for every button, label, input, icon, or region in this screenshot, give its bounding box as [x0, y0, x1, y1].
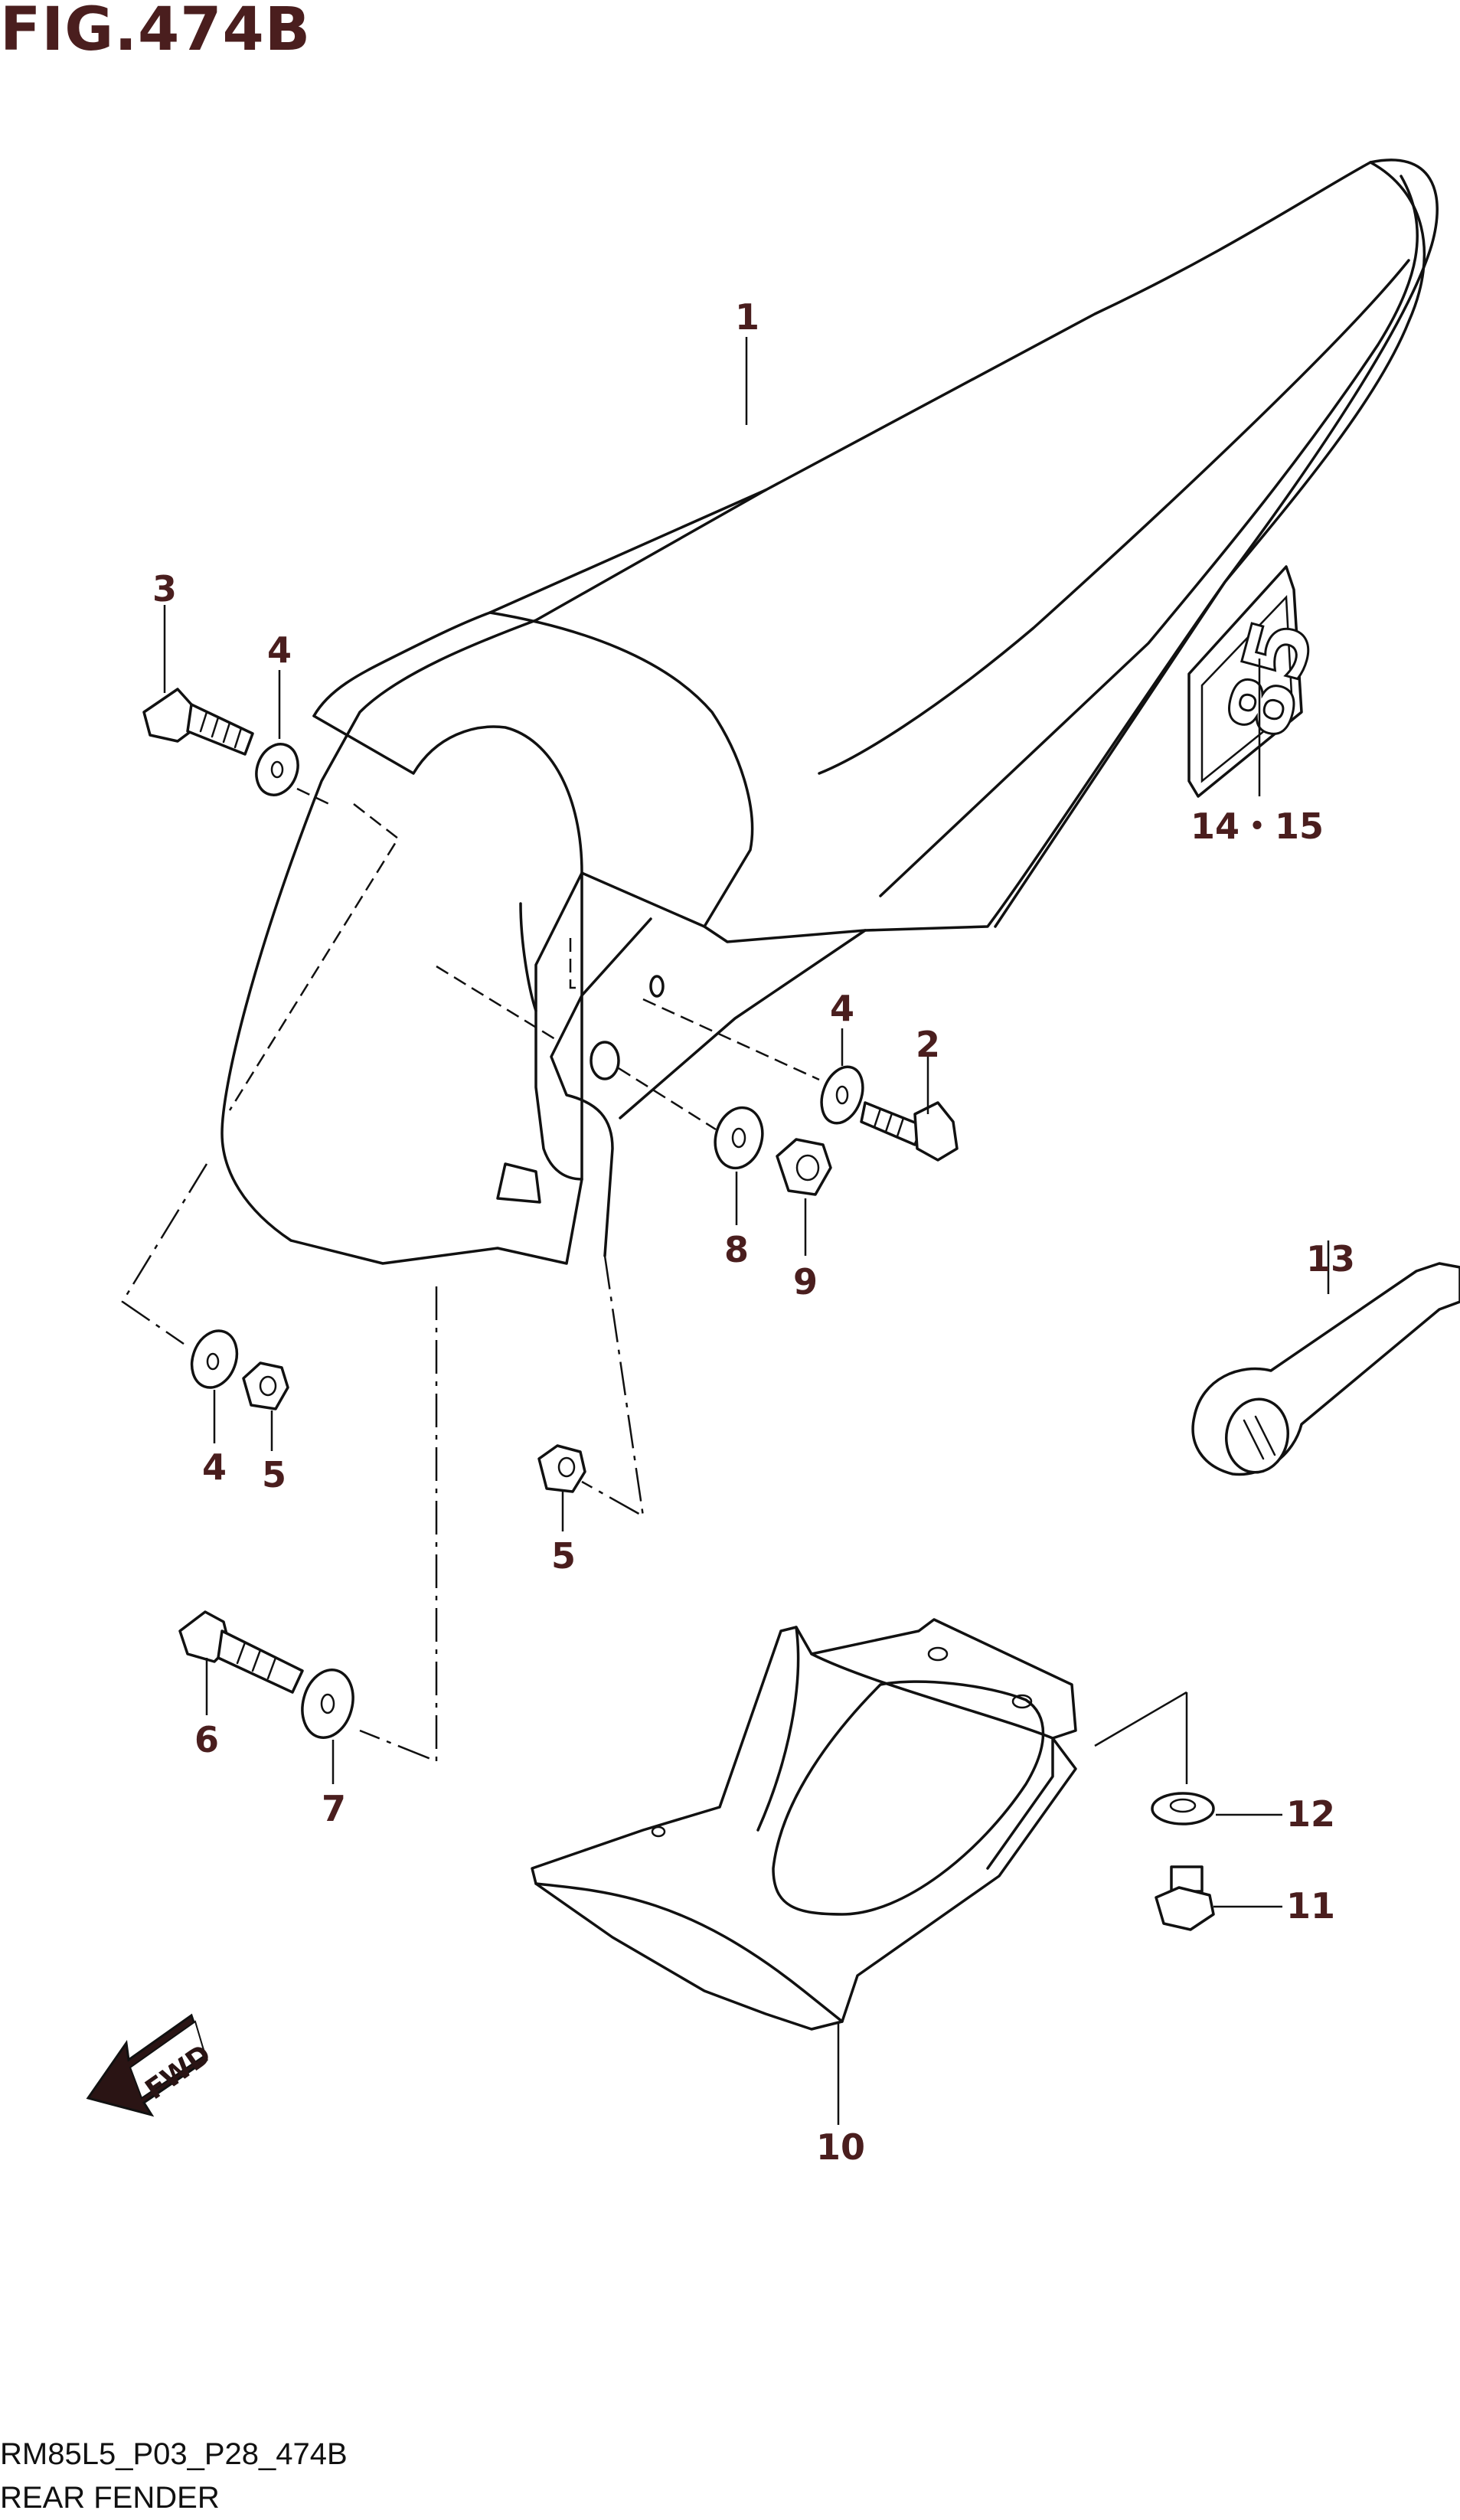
callout-3: 3: [152, 568, 177, 610]
callout-14-15: 14・15: [1191, 806, 1324, 847]
washer-12-part: [1151, 1792, 1215, 1825]
nut-5-left-part: [242, 1361, 289, 1410]
callout-13: 13: [1306, 1238, 1355, 1280]
decal-85-text: 85: [1208, 609, 1333, 747]
nut-5-lower-part: [537, 1444, 586, 1493]
callout-10: 10: [816, 2126, 865, 2168]
bolt-2-part: [860, 1101, 959, 1162]
washer-4-left-part: [190, 1329, 239, 1389]
callout-5-left: 5: [262, 1454, 286, 1495]
callout-7: 7: [322, 1788, 346, 1829]
callout-8: 8: [724, 1229, 749, 1270]
callout-2: 2: [916, 1024, 940, 1065]
washer-4-top-part: [255, 743, 299, 796]
callout-6: 6: [194, 1719, 219, 1760]
callout-11: 11: [1286, 1885, 1335, 1927]
figure-title: FIG.474B: [0, 0, 312, 64]
callout-labels: 1 2 3 4 4 4 5 5 6 7 8 9 10 11 12 13 14・1…: [152, 296, 1355, 2168]
splash-guard-10-part: [531, 1618, 1077, 2031]
rear-fender-part: [220, 159, 1439, 1265]
callout-9: 9: [793, 1261, 818, 1302]
assembly-lines: [121, 787, 1188, 1784]
washer-8-part: [714, 1106, 764, 1170]
model-code: RM85L5_P03_P28_474B: [0, 2437, 348, 2471]
bolt-11-part: [1155, 1865, 1215, 1931]
callout-5-lower: 5: [551, 1535, 576, 1577]
leader-lines: [163, 337, 1330, 2125]
washer-4-right-part: [820, 1065, 864, 1125]
nut-9-part: [776, 1138, 832, 1196]
callout-4-left: 4: [202, 1446, 227, 1488]
bolt-3-part: [142, 688, 254, 756]
callout-12: 12: [1286, 1793, 1335, 1835]
callout-1: 1: [735, 296, 759, 338]
callout-4-right: 4: [830, 988, 854, 1029]
fwd-arrow-badge: FWD: [86, 2013, 217, 2117]
washer-7-part: [301, 1669, 354, 1739]
wrench-13-part: [1191, 1262, 1460, 1476]
bolt-6-part: [178, 1610, 304, 1694]
part-group-name: REAR FENDER: [0, 2481, 220, 2515]
callout-4-top: 4: [267, 629, 292, 671]
